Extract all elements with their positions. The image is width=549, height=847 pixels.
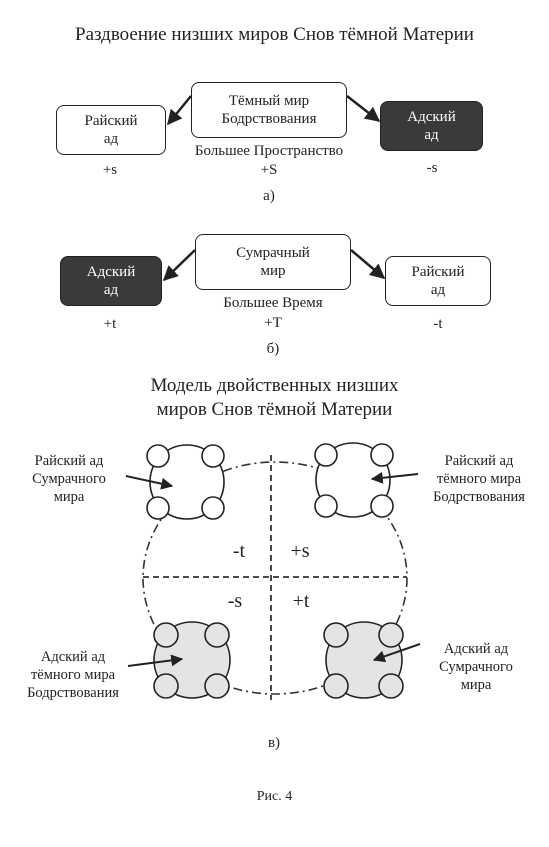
page-title: Раздвоение низших миров Снов тёмной Мате…	[75, 24, 474, 45]
c-bottom-left-label: Адский ад тёмного мира Бодрствования	[8, 648, 138, 702]
b-right-box: Райский ад	[385, 256, 491, 306]
a-right-box: Адский ад	[380, 101, 483, 151]
bottom-right-cluster	[323, 621, 404, 699]
c-arrow-bottom-left	[127, 654, 184, 667]
quadrant-label-bottom-left: -s	[227, 590, 243, 612]
a-right-line1: Адский	[407, 109, 456, 125]
b-left-line1: Адский	[86, 264, 136, 280]
c-tr-l1: Райский ад	[444, 453, 514, 469]
c-br-l2: Сумрачного	[439, 659, 513, 675]
c-bl-l3: Бодрствования	[27, 685, 119, 701]
c-tl-l2: Сумрачного	[32, 471, 106, 487]
top-left-cluster	[146, 444, 225, 520]
c-arrow-bottom-right	[372, 643, 421, 663]
b-right-line1: Райский	[411, 264, 465, 280]
c-br-l1: Адский ад	[443, 641, 509, 657]
b-center-value: +T	[264, 315, 282, 331]
c-label: в)	[267, 735, 281, 751]
a-right-line2: ад	[424, 127, 439, 143]
c-top-left-label: Райский ад Сумрачного мира	[10, 452, 128, 506]
bottom-left-cluster	[153, 621, 231, 699]
b-right-value: -t	[433, 316, 443, 332]
a-arrow-left	[167, 95, 192, 126]
a-center-line2: Бодрствования	[221, 111, 317, 127]
c-arrow-top-left	[125, 475, 174, 490]
a-center-caption: Большее Пространство	[194, 143, 344, 159]
b-arrow-right	[350, 249, 386, 279]
c-bl-l2: тёмного мира	[30, 667, 116, 683]
c-tl-l1: Райский ад	[34, 453, 104, 469]
c-bl-l1: Адский ад	[40, 649, 106, 665]
a-center-line1: Тёмный мир	[228, 93, 310, 109]
b-center-line1: Сумрачный	[236, 245, 310, 261]
b-label: б)	[266, 341, 280, 357]
b-center-box: Сумрачный мир	[195, 234, 351, 290]
c-br-l3: мира	[460, 677, 492, 693]
c-tr-l2: тёмного мира	[436, 471, 522, 487]
c-tr-l3: Бодрствования	[433, 489, 525, 505]
model-ellipse	[142, 461, 408, 695]
c-title-line2: миров Снов тёмной Материи	[156, 399, 393, 420]
b-arrow-left	[162, 249, 196, 282]
a-left-value: +s	[102, 162, 118, 178]
c-top-right-label: Райский ад тёмного мира Бодрствования	[416, 452, 542, 506]
quadrant-label-bottom-right: +t	[292, 590, 310, 612]
c-arrow-top-right	[370, 471, 419, 484]
c-title-line1: Модель двойственных низших	[150, 375, 399, 396]
b-left-box: Адский ад	[60, 256, 162, 306]
a-left-line2: ад	[103, 131, 119, 147]
b-center-caption: Большее Время	[223, 295, 323, 311]
a-left-box: Райский ад	[56, 105, 166, 155]
a-center-value: +S	[260, 162, 278, 178]
top-right-cluster	[314, 442, 394, 518]
quadrant-label-top-left: -t	[232, 540, 246, 562]
a-arrow-right	[346, 95, 381, 122]
figure-caption: Рис. 4	[256, 789, 293, 804]
c-bottom-right-label: Адский ад Сумрачного мира	[416, 640, 536, 694]
b-center-line2: мир	[260, 263, 286, 279]
b-left-value: +t	[103, 316, 117, 332]
b-right-line2: ад	[430, 282, 446, 298]
a-right-value: -s	[426, 160, 438, 176]
quadrant-label-top-right: +s	[290, 540, 310, 562]
b-left-line2: ад	[103, 282, 119, 298]
a-left-line1: Райский	[84, 113, 138, 129]
c-tl-l3: мира	[53, 489, 85, 505]
a-label: а)	[263, 188, 275, 204]
